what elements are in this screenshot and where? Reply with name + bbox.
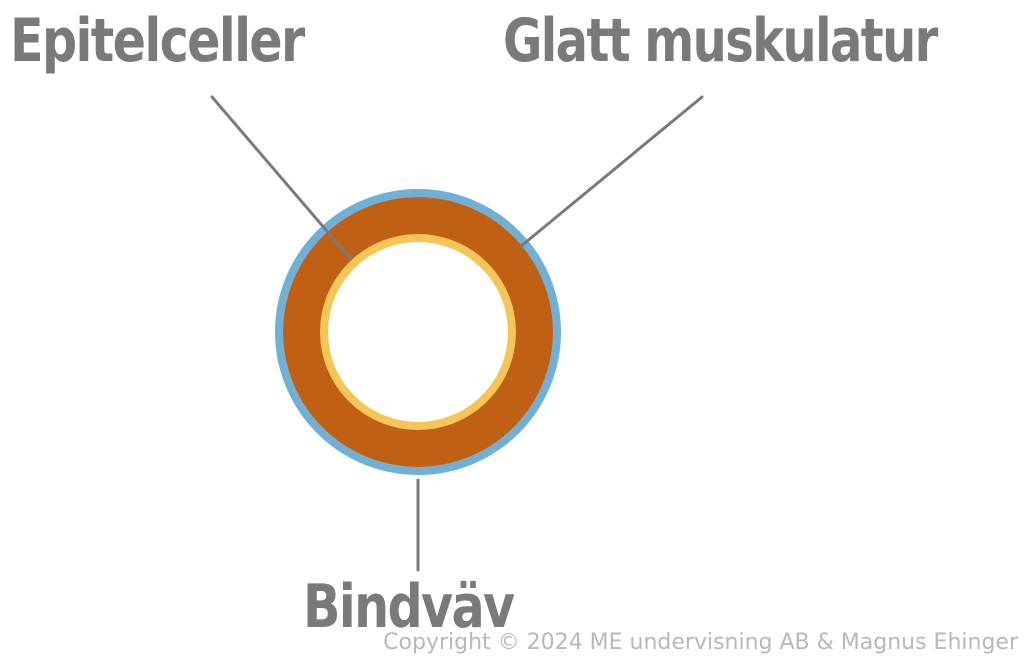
label-glatt-muskulatur: Glatt muskulatur bbox=[503, 6, 938, 76]
epithelium-pointer-line bbox=[210, 95, 352, 260]
smooth-muscle-layer bbox=[283, 197, 553, 467]
label-bindvav: Bindväv bbox=[303, 572, 515, 642]
connective-tissue-layer bbox=[275, 189, 561, 475]
smooth-muscle-pointer-line bbox=[518, 95, 704, 249]
epithelium-layer bbox=[320, 234, 516, 430]
label-epitelceller: Epitelceller bbox=[10, 6, 305, 76]
copyright-notice: Copyright © 2024 ME undervisning AB & Ma… bbox=[383, 630, 1018, 655]
